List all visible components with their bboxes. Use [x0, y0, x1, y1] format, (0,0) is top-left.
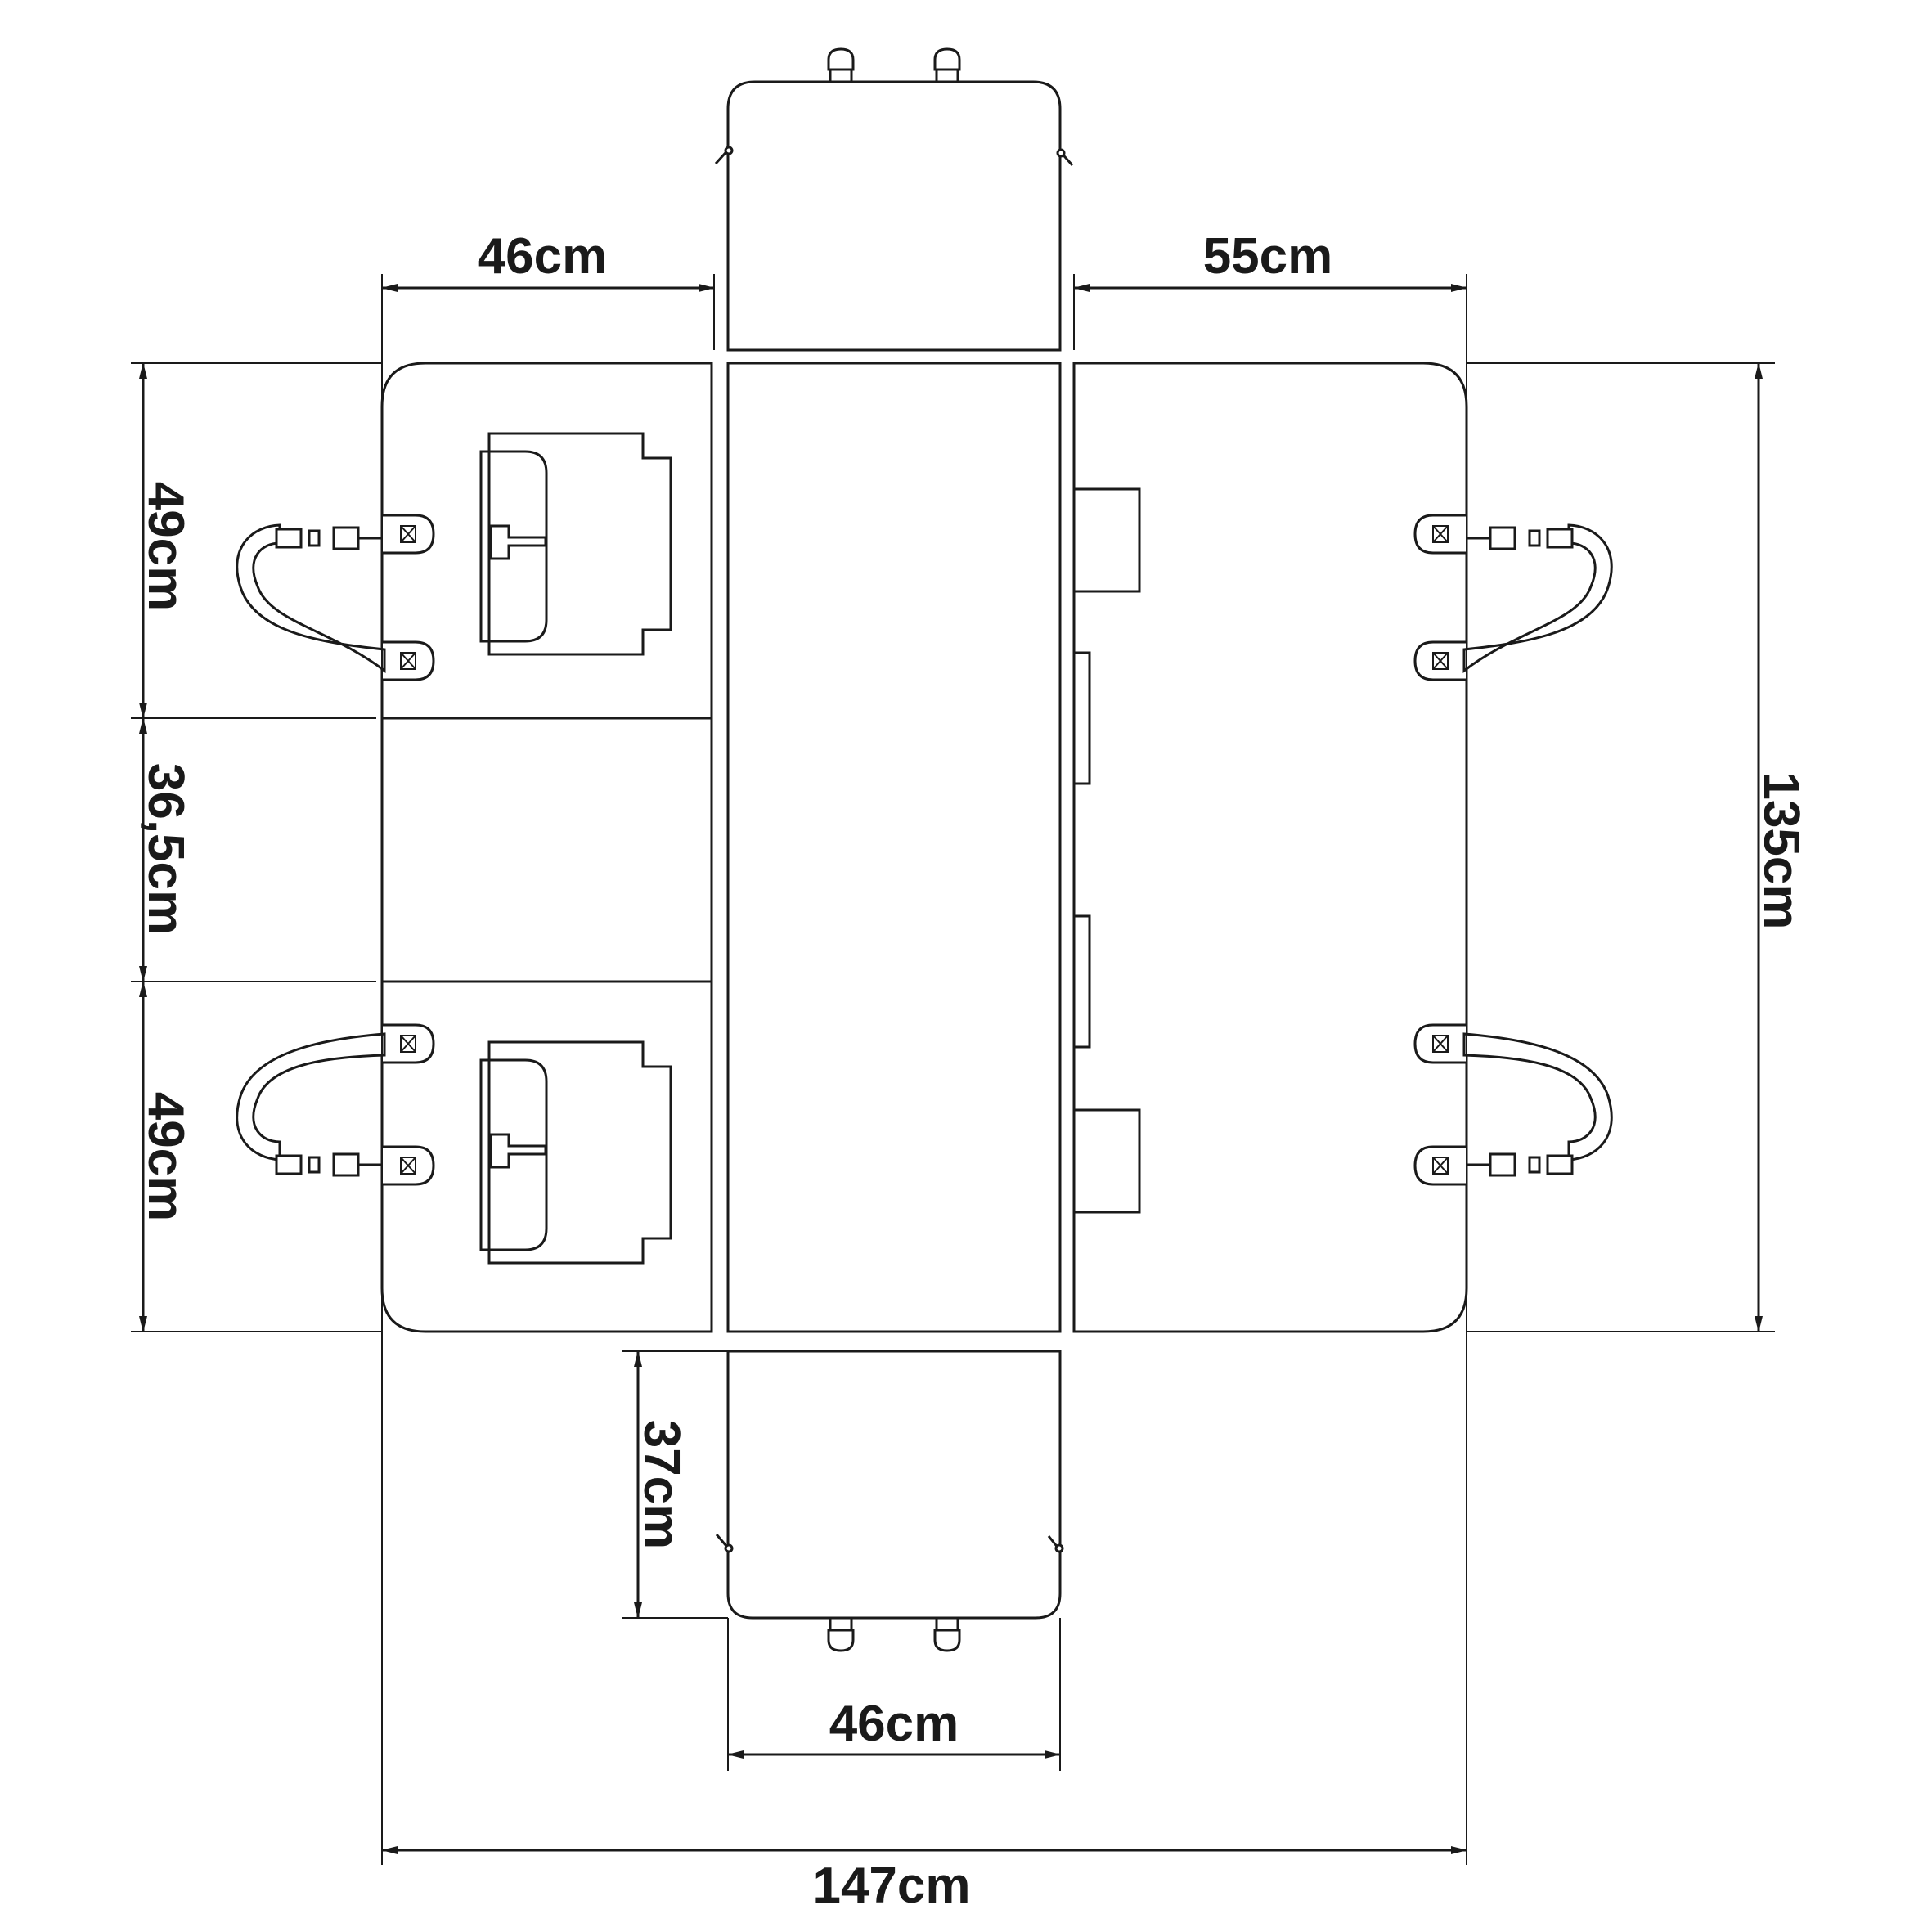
buckle-icon [332, 1152, 360, 1177]
peg-icon [829, 1618, 853, 1632]
clip-icon [1054, 1543, 1064, 1553]
peg-icon [829, 68, 853, 82]
pocket-outline [487, 432, 672, 656]
clip-icon [724, 1543, 734, 1553]
ring-icon [400, 1157, 416, 1175]
peg-icon [933, 1629, 961, 1652]
top-flap-clips [714, 146, 1074, 166]
label-total-width: 147cm [812, 1858, 970, 1914]
handle-strap [236, 1032, 386, 1161]
peg-icon [935, 68, 959, 82]
top-flap-panel [726, 80, 1062, 352]
right-panel-tabs [1072, 487, 1141, 1214]
ring-icon [400, 1035, 416, 1053]
pocket-flap [479, 1058, 548, 1251]
buckle-icon [1489, 526, 1516, 550]
label-bottom-flap-width: 46cm [829, 1696, 959, 1752]
bottom-flap-clips [715, 1534, 1064, 1553]
handle-strap [1462, 523, 1613, 674]
pocket-lower [479, 1040, 672, 1265]
pocket-outline [487, 1040, 672, 1265]
pocket-tab [489, 524, 547, 560]
clip-icon [1056, 148, 1066, 158]
buckle-icon [308, 529, 321, 547]
buckle-icon [275, 1154, 303, 1175]
pocket-upper [479, 432, 672, 656]
ring-icon [400, 525, 416, 543]
ring-icon [1432, 1035, 1449, 1053]
panels [380, 80, 1468, 1620]
buckle-icon [275, 528, 303, 549]
label-left-middle-height: 36,5cm [137, 763, 194, 935]
label-right-total-height: 135cm [1753, 771, 1809, 929]
peg-icon [827, 1629, 855, 1652]
headrest-pegs-top [827, 47, 961, 82]
center-panel [726, 362, 1062, 1333]
pocket-tab [489, 1133, 547, 1169]
label-top-left-width: 46cm [478, 228, 608, 285]
buckle-icon [1528, 529, 1541, 547]
buckle-icon [332, 526, 360, 550]
bottom-flap-panel [726, 1350, 1062, 1620]
buckle-icon [1546, 1154, 1574, 1175]
handle-strap [236, 523, 386, 674]
tab [1072, 914, 1091, 1049]
peg-icon [935, 1618, 959, 1632]
handle-right-lower [1413, 1023, 1613, 1186]
dimension-labels: 46cm 55cm 49cm 36,5cm 49cm 135cm 37cm 46… [137, 228, 1809, 1914]
label-top-right-width: 55cm [1203, 228, 1333, 285]
tab [1072, 1108, 1141, 1214]
headrest-pegs-bottom [827, 1618, 961, 1652]
label-left-lower-height: 49cm [137, 1092, 194, 1222]
peg-icon [933, 47, 961, 71]
label-left-upper-height: 49cm [137, 482, 194, 612]
clip-icon [724, 146, 734, 155]
buckle-icon [1528, 1156, 1541, 1174]
buckle-icon [1489, 1152, 1516, 1177]
tab [1072, 651, 1091, 785]
extension-lines [131, 274, 1775, 1865]
tab [1072, 487, 1141, 593]
ring-icon [1432, 652, 1449, 670]
handle-left-lower [236, 1023, 435, 1186]
peg-icon [827, 47, 855, 71]
buckle-icon [1546, 528, 1574, 549]
label-bottom-flap-height: 37cm [633, 1420, 690, 1550]
pocket-flap [479, 450, 548, 643]
handle-strap [1462, 1032, 1613, 1161]
handle-left-upper [236, 514, 435, 681]
ring-icon [1432, 1157, 1449, 1175]
dimension-lines [139, 284, 1763, 1854]
ring-icon [1432, 525, 1449, 543]
ring-icon [400, 652, 416, 670]
handle-right-upper [1413, 514, 1613, 681]
buckle-icon [308, 1156, 321, 1174]
right-panel [1072, 362, 1468, 1333]
